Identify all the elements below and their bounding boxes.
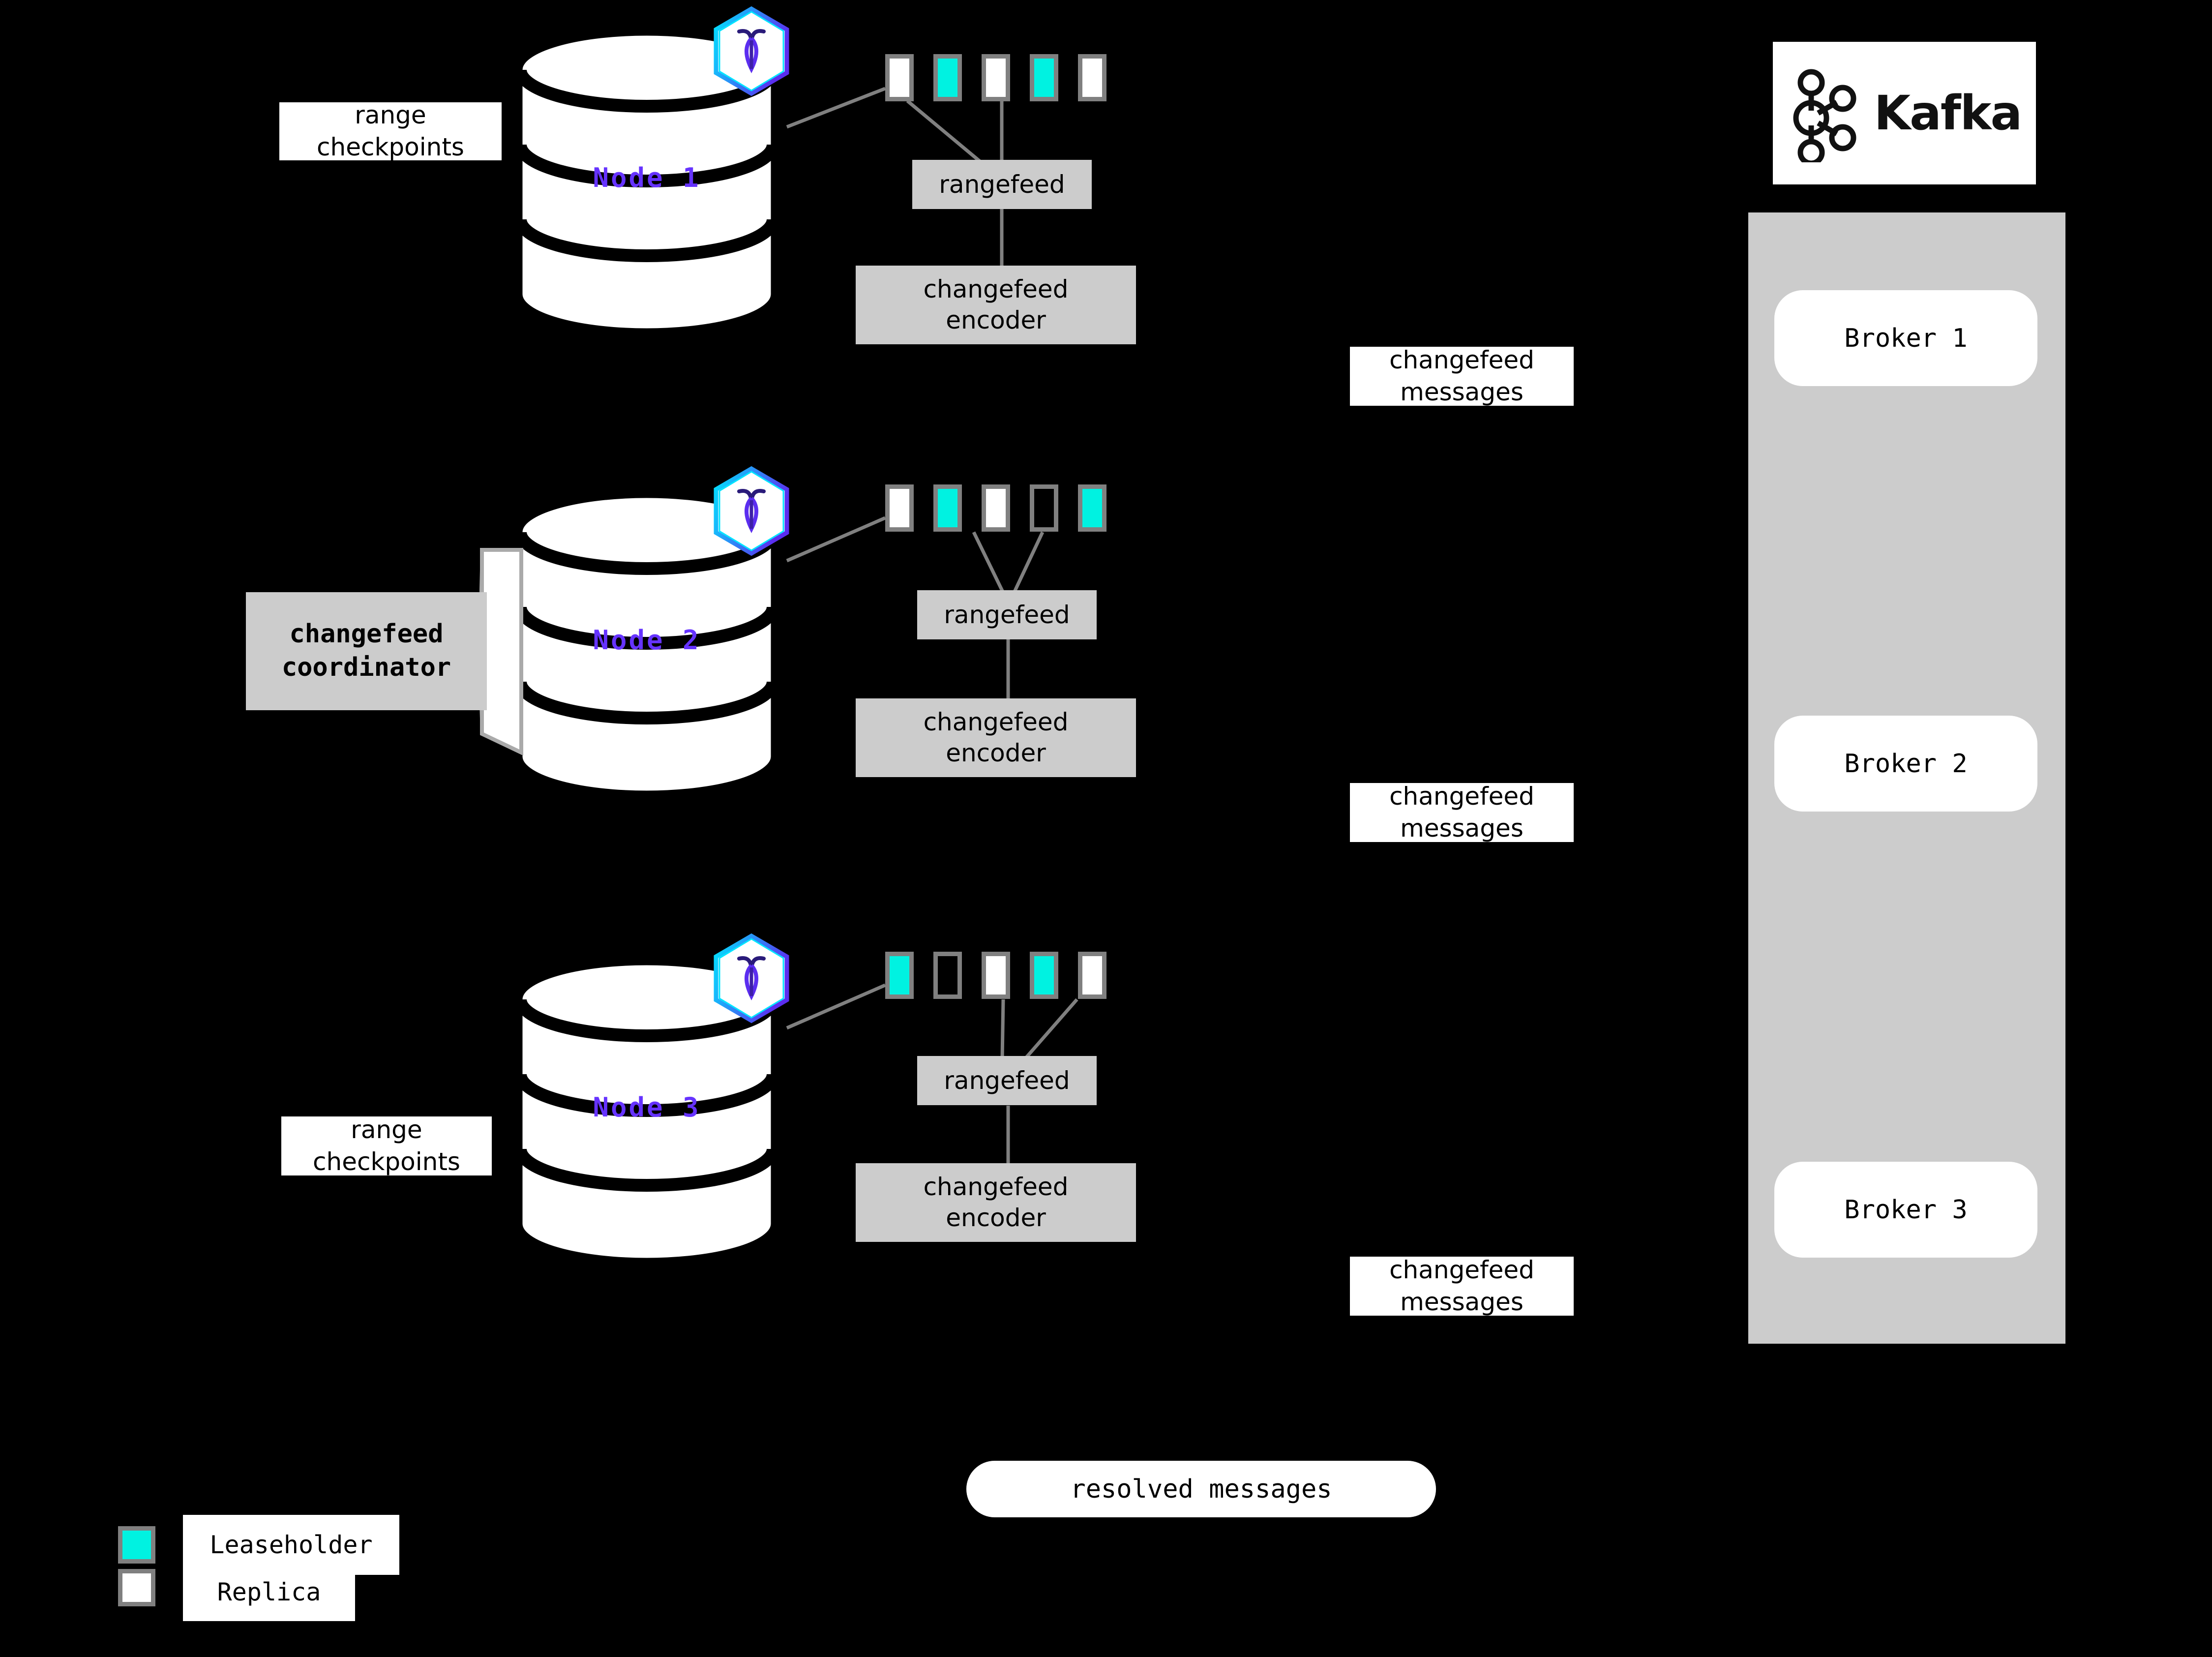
message-line-2: messages — [1400, 1288, 1524, 1316]
message-line-1: changefeed — [1389, 347, 1534, 374]
legend-item-replica: Replica — [118, 1554, 355, 1621]
node-1-rangefeed-box[interactable]: rangefeed — [912, 160, 1092, 209]
node-1-cylinder: Node 1 — [516, 30, 777, 334]
leaseholder-swatch — [118, 1526, 155, 1564]
replica-swatch — [118, 1569, 155, 1606]
node-3-cylinder: Node 3 — [516, 959, 777, 1264]
kafka-logo-box: Kafka — [1773, 42, 2036, 184]
encoder-line-1: changefeed — [923, 1173, 1069, 1201]
coordinator-line-2: coordinator — [281, 653, 451, 682]
range-box[interactable] — [933, 952, 962, 999]
range-box[interactable] — [885, 484, 914, 532]
legend: Leaseholder Replica — [118, 1515, 423, 1621]
kafka-wordmark: Kafka — [1874, 86, 2023, 141]
encoder-line-2: encoder — [946, 306, 1046, 334]
node-2-ranges — [885, 484, 1126, 532]
cockroachdb-hexagon-logo — [708, 465, 794, 560]
broker-2-box[interactable]: Broker 2 — [1774, 716, 2037, 812]
node-3-range-checkpoints-label: range checkpoints — [281, 1116, 492, 1175]
range-box[interactable] — [1030, 484, 1058, 532]
range-box[interactable] — [1078, 952, 1106, 999]
message-line-1: changefeed — [1389, 783, 1534, 811]
label-line-2: checkpoints — [313, 1147, 460, 1175]
node-3-label: Node 3 — [593, 1092, 701, 1123]
encoder-line-2: encoder — [946, 739, 1046, 767]
message-line-1: changefeed — [1389, 1257, 1534, 1284]
range-box[interactable] — [1030, 952, 1058, 999]
broker-inbound-arrow — [2065, 325, 2097, 352]
message-line-2: messages — [1400, 814, 1524, 842]
cockroachdb-hexagon-logo — [708, 5, 794, 100]
label-line-1: range — [355, 102, 426, 129]
node-3-changefeed-encoder-box[interactable]: changefeed encoder — [856, 1163, 1136, 1242]
node-1-label: Node 1 — [593, 162, 701, 193]
changefeed-messages-label-2: changefeed messages — [1350, 783, 1574, 842]
broker-1-box[interactable]: Broker 1 — [1774, 290, 2037, 386]
node-1-range-checkpoints-label: range checkpoints — [279, 102, 502, 160]
encoder-line-2: encoder — [946, 1204, 1046, 1232]
cockroachdb-hexagon-logo — [708, 932, 794, 1027]
node-2-changefeed-encoder-box[interactable]: changefeed encoder — [856, 698, 1136, 777]
label-line-1: range — [351, 1116, 422, 1144]
node-3-rangefeed-box[interactable]: rangefeed — [917, 1056, 1097, 1105]
changefeed-coordinator-box[interactable]: changefeed coordinator — [246, 592, 487, 710]
replica-label: Replica — [183, 1563, 355, 1621]
label-line-2: checkpoints — [317, 133, 464, 160]
encoder-line-1: changefeed — [923, 275, 1069, 303]
message-line-2: messages — [1400, 378, 1524, 406]
range-box[interactable] — [933, 484, 962, 532]
node-3-ranges — [885, 952, 1126, 999]
coordinator-line-1: changefeed — [289, 619, 444, 649]
node-1-changefeed-encoder-box[interactable]: changefeed encoder — [856, 266, 1136, 344]
range-box[interactable] — [933, 54, 962, 101]
changefeed-messages-label-1: changefeed messages — [1350, 347, 1574, 406]
range-box[interactable] — [982, 952, 1010, 999]
kafka-logo — [1793, 69, 1856, 162]
changefeed-coordinator-callout: changefeed coordinator — [246, 541, 536, 762]
changefeed-messages-label-3: changefeed messages — [1350, 1257, 1574, 1316]
range-box[interactable] — [982, 54, 1010, 101]
node-2-rangefeed-box[interactable]: rangefeed — [917, 590, 1097, 639]
encoder-line-1: changefeed — [923, 708, 1069, 736]
range-box[interactable] — [1030, 54, 1058, 101]
broker-3-box[interactable]: Broker 3 — [1774, 1162, 2037, 1258]
node-2-label: Node 2 — [593, 625, 701, 656]
range-box[interactable] — [885, 54, 914, 101]
range-box[interactable] — [1078, 484, 1106, 532]
node-2-cylinder: Node 2 — [516, 492, 777, 797]
range-box[interactable] — [982, 484, 1010, 532]
range-box[interactable] — [885, 952, 914, 999]
range-box[interactable] — [1078, 54, 1106, 101]
resolved-messages-pill[interactable]: resolved messages — [966, 1461, 1436, 1517]
node-1-ranges — [885, 54, 1126, 101]
